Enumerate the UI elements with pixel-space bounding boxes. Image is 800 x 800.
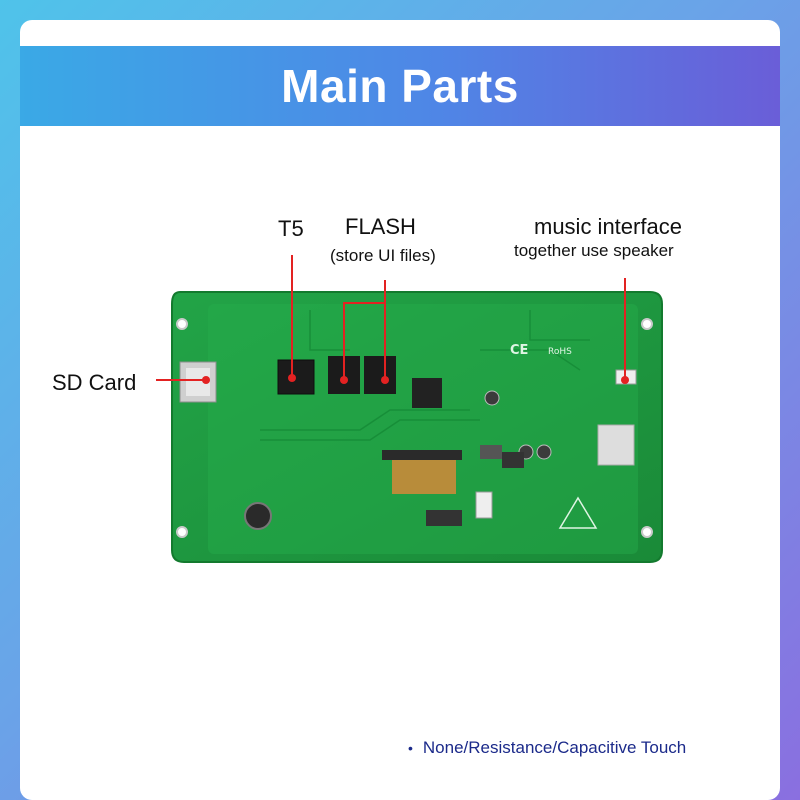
leader-flash-dot-1 <box>340 376 348 384</box>
leader-sd-card-dot <box>202 376 210 384</box>
t5-chip <box>277 359 315 395</box>
coin-battery <box>244 502 272 530</box>
sd-card-slot <box>179 361 217 403</box>
label-flash: FLASH <box>345 214 416 239</box>
leader-music <box>624 278 626 378</box>
footer-bullet: • <box>408 740 413 756</box>
leader-sd-card <box>156 379 206 381</box>
leader-flash-left <box>343 302 345 378</box>
leader-flash-center <box>384 280 386 378</box>
ce-mark: CE <box>510 343 528 358</box>
leader-flash-dot-2 <box>381 376 389 384</box>
title-banner: Main Parts <box>20 46 780 126</box>
touch-options-text: None/Resistance/Capacitive Touch <box>422 738 687 757</box>
label-t5: T5 <box>278 216 304 241</box>
leader-t5 <box>291 255 293 376</box>
rohs-mark: RoHS <box>548 347 572 357</box>
touch-options: • None/Resistance/Capacitive Touch <box>408 738 686 758</box>
label-flash-sub: (store UI files) <box>330 246 436 265</box>
leader-t5-dot <box>288 374 296 382</box>
label-sd-card: SD Card <box>52 370 137 395</box>
pcb-board-image: CE RoHS <box>171 291 663 563</box>
leader-music-dot <box>621 376 629 384</box>
label-music-sub: together use speaker <box>514 241 674 260</box>
label-music: music interface <box>534 214 682 239</box>
mount-holes <box>176 318 653 538</box>
leader-flash-top <box>343 302 385 304</box>
page-title: Main Parts <box>281 60 519 112</box>
fpc-connector <box>382 450 462 460</box>
flash-chip-2 <box>364 356 396 394</box>
